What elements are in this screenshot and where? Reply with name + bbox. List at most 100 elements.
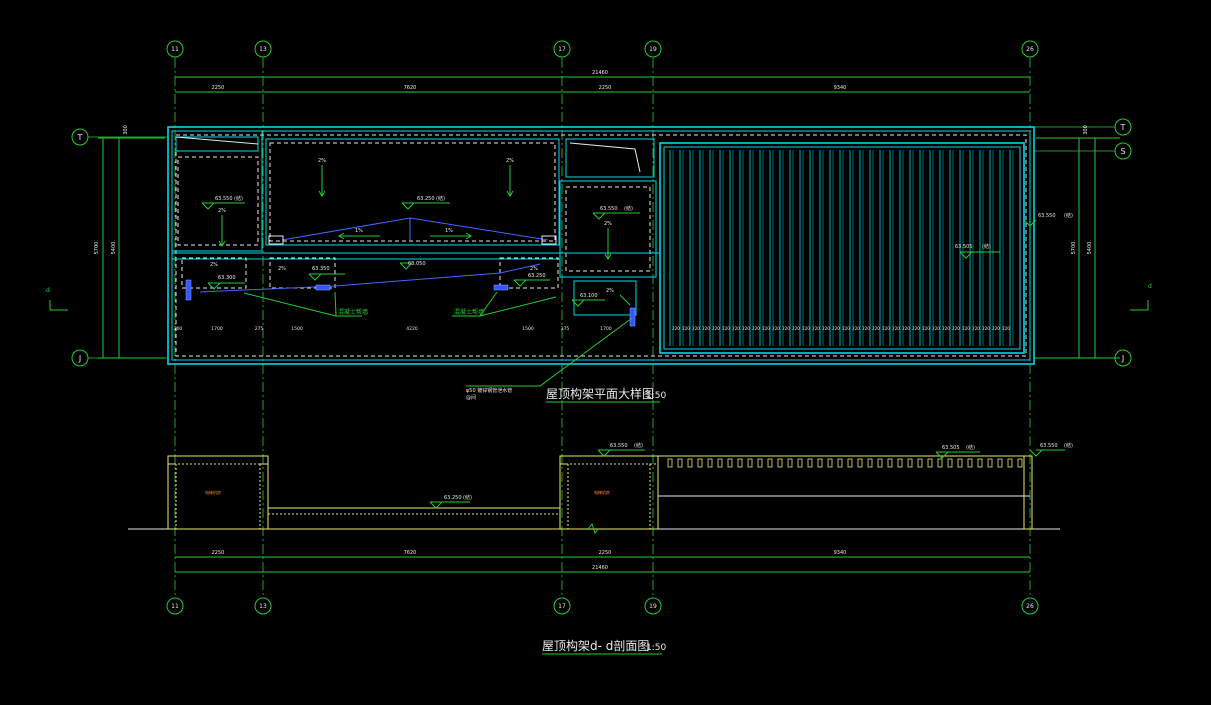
section-beam [737,458,743,468]
dim-top-small-left: 300 [123,125,129,135]
pergola-spacing-label: 220 [992,326,1000,331]
pergola-spacing-label: 220 [862,326,870,331]
pergola-spacing-label: 220 [892,326,900,331]
bottom-dimension-chain: 2250 7620 2250 9340 21460 [175,550,1030,573]
grid-label-col: 26 [1026,46,1034,53]
section-beam [837,458,843,468]
section-beam [727,458,733,468]
grid-label-row: J [1121,354,1124,363]
section-beam [847,458,853,468]
pergola-spacing-label: 220 [782,326,790,331]
pergola-spacing-label: 220 [962,326,970,331]
section-beam [797,458,803,468]
grid-bubble [166,40,184,58]
section-beam [927,458,933,468]
plan-lower-dim: 1500 [291,326,303,332]
pergola-spacing-label: 220 [932,326,940,331]
plan-lower-dim: 275 [255,326,264,332]
pergola-spacing-label: 220 [852,326,860,331]
pergola-spacing-label: 220 [972,326,980,331]
elev-plan-center: 63.250 [417,196,435,202]
slope-10: 2% [606,288,614,294]
grid-bubble [553,597,571,615]
elev-plan-pergola-right: 63.550 [1038,213,1056,219]
elev-section-center: 63.250 [444,495,462,501]
pergola-spacing-label: 220 [702,326,710,331]
dim-top-small-right: 300 [1083,125,1089,135]
elev-plan-low-2: 63.350 [312,266,330,272]
pergola-spacing-label: 220 [752,326,760,331]
section-beam [947,458,953,468]
section-beam [687,458,693,468]
pergola-spacing-label: 220 [802,326,810,331]
section-beam [917,458,923,468]
pergola-spacing-label: 220 [922,326,930,331]
grid-bubble [254,597,272,615]
elev-plan-pergola-right-suffix: (结) [1064,212,1073,219]
plan-title: 屋顶构架平面大样图 [546,386,654,401]
section-beam [747,458,753,468]
dim-bottom-2: 7620 [404,550,417,556]
cut-mark-left: d [46,287,50,294]
section-beam [937,458,943,468]
dim-bottom-1: 2250 [212,550,225,556]
section-beam [1017,458,1023,468]
pergola-spacing-label: 220 [832,326,840,331]
pergola-spacing-label: 220 [982,326,990,331]
dim-top-4: 9340 [834,85,847,91]
pergola-spacing-label: 220 [742,326,750,331]
pergola-spacing-label: 220 [842,326,850,331]
section-beam [677,458,683,468]
elev-plan-left: 63.550 [215,196,233,202]
grid-label-row: S [1120,147,1125,156]
section-beam [767,458,773,468]
elev-plan-right-room: 63.550 [600,206,618,212]
dim-right-inner: 5400 [1087,242,1093,255]
section-beam [857,458,863,468]
plan-lower-dim: 4220 [406,326,418,332]
section-beam [867,458,873,468]
section-beam [707,458,713,468]
dim-total-bottom: 21460 [592,565,608,571]
pergola-spacing-label: 220 [722,326,730,331]
section-beam [817,458,823,468]
slope-2: 2% [318,158,326,164]
section-beam [877,458,883,468]
grid-label-col: 17 [558,603,566,610]
grid-label-col: 13 [259,603,267,610]
section-pergola-beams [667,458,1023,468]
plan-lower-dim: 1700 [211,326,223,332]
section-beam [787,458,793,468]
elev-plan-left-suffix: (结) [234,195,243,202]
grid-bubble [553,40,571,58]
elev-section-right-room-suffix: (结) [634,442,643,449]
pergola-spacing-label: 220 [762,326,770,331]
section-beam [717,458,723,468]
plan-lower-dim: 375 [561,326,570,332]
elev-plan-mid: 63.050 [408,261,426,267]
top-dimension-chain: 21460 2250 7620 2250 9340 [175,70,1030,93]
pergola-spacing-label: 220 [872,326,880,331]
section-beam [967,458,973,468]
section-title: 屋顶构架d- d剖面图 [542,638,649,653]
elev-section-right-suffix: (结) [1064,442,1073,449]
pergola-spacing-label: 220 [732,326,740,331]
section-beam [897,458,903,468]
grid-bubble [1021,40,1039,58]
pergola-spacing-label: 220 [692,326,700,331]
section-beam [1007,458,1013,468]
grid-bubble [1021,597,1039,615]
pergola-spacing-label: 220 [822,326,830,331]
pergola-spacing-label: 220 [1002,326,1010,331]
grid-label-col: 19 [649,46,657,53]
section-beam [987,458,993,468]
plan-scale: 1:50 [646,391,666,401]
note-leader: φ50 镀锌钢管泄水管 [466,387,512,394]
cut-mark-right: d [1148,283,1152,290]
section-beam [757,458,763,468]
pergola-spacing-label: 220 [672,326,680,331]
grid-label-col: 13 [259,46,267,53]
dim-left-inner: 5400 [111,242,117,255]
